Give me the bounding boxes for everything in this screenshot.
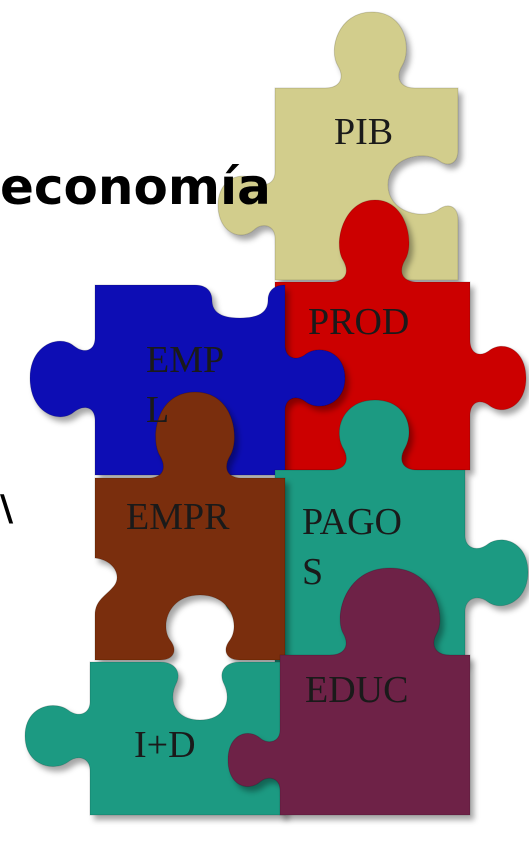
emp-label-line2: L	[146, 389, 170, 431]
puzzle-piece-empr	[94, 391, 286, 661]
prod-label: PROD	[308, 301, 410, 343]
educ-label: EDUC	[305, 669, 409, 711]
puzzle-piece-educ	[227, 567, 471, 816]
emp-label-line1: EMP	[146, 339, 225, 381]
id-label: I+D	[134, 724, 196, 766]
puzzle-piece-prod	[274, 199, 527, 471]
empr-label: EMPR	[126, 496, 230, 538]
pagos-label-line2: S	[302, 551, 324, 593]
pib-label: PIB	[334, 111, 394, 153]
edge-glyph: \	[0, 488, 14, 529]
page-title: economía	[0, 158, 271, 216]
puzzle-piece-emp	[29, 284, 346, 476]
pagos-label-line1: PAGO	[302, 501, 402, 543]
